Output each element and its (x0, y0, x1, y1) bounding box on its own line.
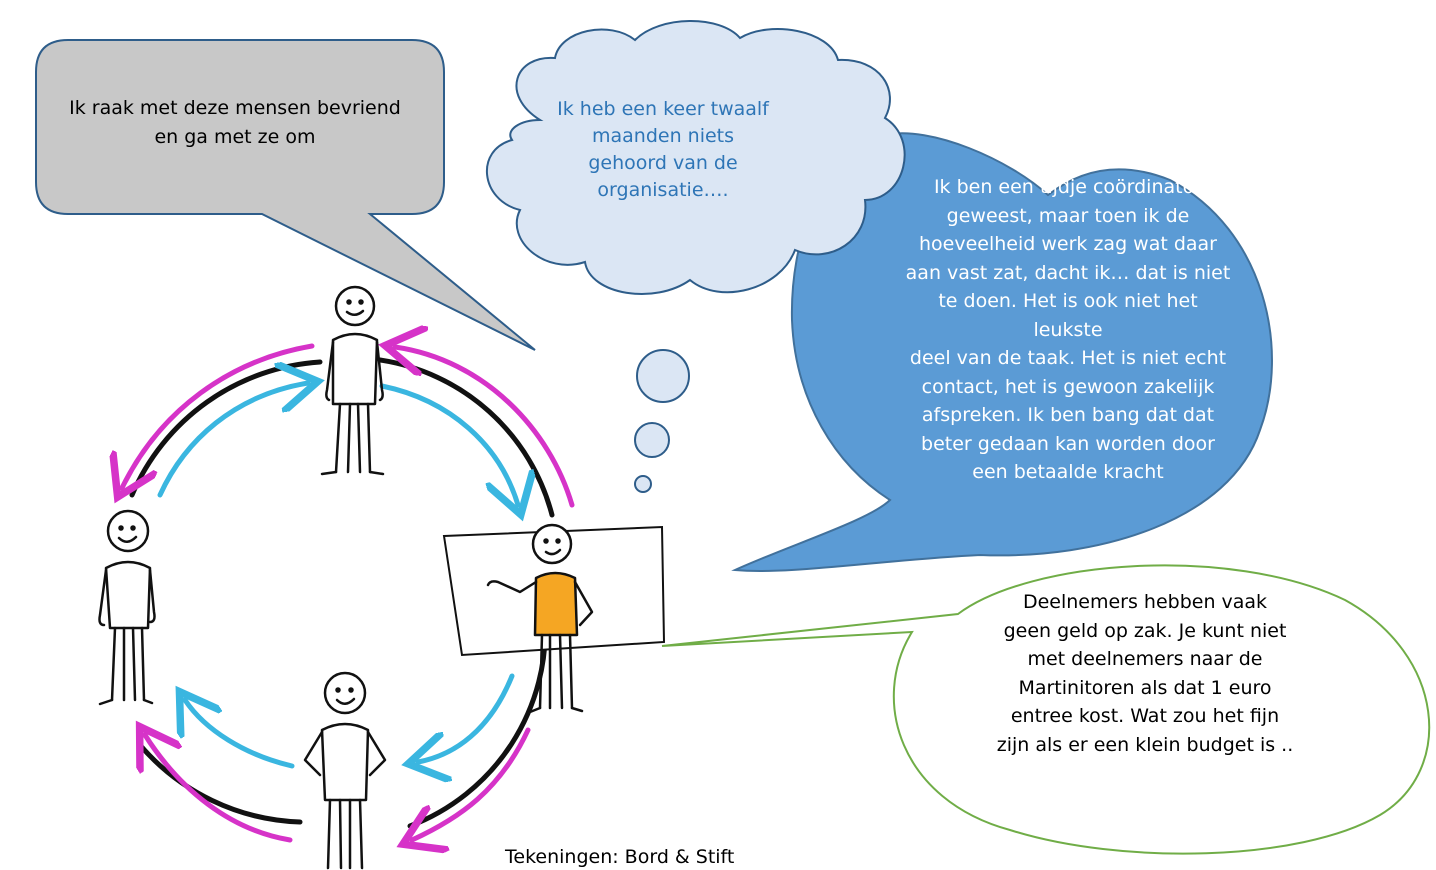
green-speech-bubble (661, 564, 1431, 855)
magenta-arrow-bottom-right (412, 727, 531, 840)
green-bubble-line: zijn als er een klein budget is .. (996, 733, 1294, 756)
blue-bubble-line: geweest, maar toen ik de (946, 204, 1190, 227)
cyan-arrow-top-right (379, 383, 518, 505)
blue-bubble-text: Ik ben een tijdje coördinator geweest, m… (903, 173, 1233, 487)
blue-bubble-line: beter gedaan kan worden door (921, 432, 1215, 455)
presenter-shirt (533, 571, 579, 637)
magenta-arrow-top-left (122, 343, 315, 488)
cloud-bubble-line: maanden niets (591, 125, 735, 147)
cyan-arrow-bottom-right (418, 673, 515, 762)
cyan-arrow-top-left (157, 383, 308, 498)
magenta-arrows (122, 343, 575, 843)
blue-bubble-line: een betaalde kracht (972, 461, 1164, 483)
green-bubble-line: Martinitoren als dat 1 euro (1018, 676, 1272, 699)
blue-bubble-line: aan vast zat, dacht ik… dat is niet (905, 261, 1231, 284)
magenta-arrow-top-right (395, 347, 575, 508)
green-bubble-line: met deelnemers naar de (1027, 648, 1263, 670)
thought-cloud (486, 20, 906, 493)
gray-bubble-line: en ga met ze om (154, 125, 316, 148)
figure-right-presenter (486, 523, 594, 714)
cloud-bubble-line: organisatie…. (597, 179, 729, 201)
cloud-bubble-line: Ik heb een keer twaalf (557, 98, 769, 120)
green-bubble-text: Deelnemers hebben vaak geen geld op zak.… (970, 588, 1320, 759)
blue-bubble-line: deel van de taak. Het is niet echt (909, 347, 1227, 369)
figure-bottom (303, 671, 387, 870)
illustration-credit: Tekeningen: Bord & Stift (505, 846, 735, 868)
blue-bubble-line: Ik ben een tijdje coördinator (933, 176, 1203, 198)
green-bubble-line: Deelnemers hebben vaak (1022, 591, 1268, 613)
gray-speech-bubble (35, 39, 536, 351)
cloud-bubble-line: gehoord van de (588, 152, 738, 174)
gray-bubble-text: Ik raak met deze mensen bevriend en ga m… (30, 94, 440, 151)
blue-bubble-line: afspreken. Ik ben bang dat dat (921, 404, 1215, 426)
gray-bubble-line: Ik raak met deze mensen bevriend (69, 97, 401, 119)
cloud-bubble-text: Ik heb een keer twaalf maanden niets geh… (540, 96, 786, 204)
cyan-arrow-bottom-left (185, 700, 295, 769)
blue-bubble-line: hoeveelheid werk zag wat daar (919, 233, 1217, 255)
figure-left (98, 509, 156, 706)
cyan-arrows (157, 383, 518, 769)
blue-bubble-line: contact, het is gewoon zakelijk (921, 375, 1215, 398)
green-bubble-line: geen geld op zak. Je kunt niet (1003, 619, 1287, 642)
magenta-arrow-bottom-left (145, 735, 293, 843)
blue-bubble-line: te doen. Het is ook niet het leukste (938, 290, 1198, 341)
green-bubble-line: entree kost. Wat zou het fijn (1010, 705, 1280, 727)
figure-top (320, 285, 385, 476)
